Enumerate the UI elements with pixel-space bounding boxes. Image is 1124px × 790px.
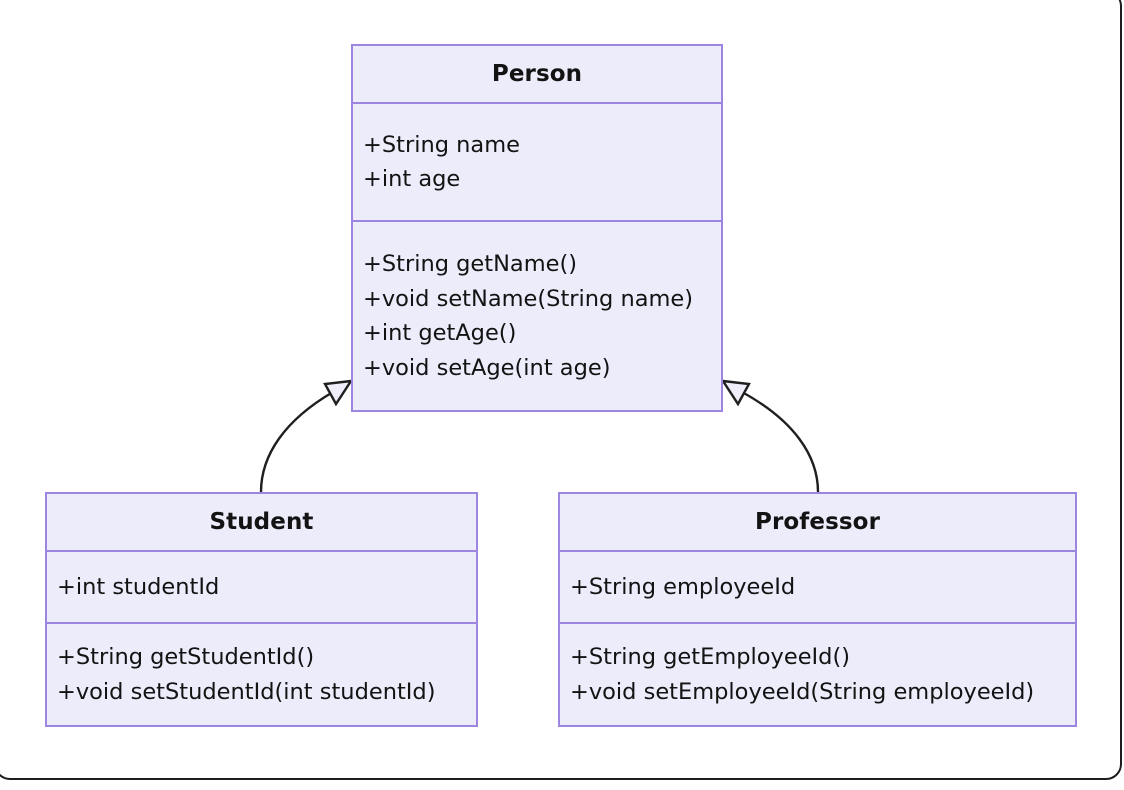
operations-compartment-person: +String getName() +void setName(String n… bbox=[353, 220, 721, 410]
attribute-item: +int studentId bbox=[57, 573, 220, 600]
operation-item: +int getAge() bbox=[363, 320, 517, 346]
generalization-line-professor bbox=[741, 390, 820, 493]
hollow-triangle-arrowhead-student bbox=[323, 379, 354, 407]
class-name-person: Person bbox=[491, 61, 583, 87]
generalization-student-to-person bbox=[259, 379, 354, 493]
operation-item: +void setEmployeeId(String employeeId) bbox=[570, 678, 1035, 705]
attributes-compartment-person: +String name +int age bbox=[353, 102, 721, 220]
class-name-student: Student bbox=[209, 509, 314, 535]
generalization-professor-to-person bbox=[720, 379, 820, 493]
operation-item: +void setAge(int age) bbox=[363, 354, 611, 381]
operations-compartment-professor: +String getEmployeeId() +void setEmploye… bbox=[560, 622, 1075, 725]
generalization-line-student bbox=[259, 390, 334, 493]
attributes-compartment-student: +int studentId bbox=[47, 550, 476, 622]
operation-item: +String getEmployeeId() bbox=[570, 644, 851, 670]
operations-compartment-student: +String getStudentId() +void setStudentI… bbox=[47, 622, 476, 725]
attributes-compartment-professor: +String employeeId bbox=[560, 550, 1075, 622]
class-box-person[interactable]: Person +String name +int age +String get… bbox=[351, 44, 723, 412]
attribute-item: +String name bbox=[363, 131, 520, 158]
attribute-item: +int age bbox=[363, 166, 461, 192]
attribute-item: +String employeeId bbox=[570, 573, 796, 600]
operation-item: +String getStudentId() bbox=[57, 644, 315, 670]
class-box-professor[interactable]: Professor +String employeeId +String get… bbox=[558, 492, 1077, 727]
hollow-triangle-arrowhead-professor bbox=[720, 379, 751, 407]
operation-item: +void setName(String name) bbox=[363, 285, 694, 312]
operation-item: +String getName() bbox=[363, 251, 578, 277]
operation-item: +void setStudentId(int studentId) bbox=[57, 678, 436, 705]
class-name-professor: Professor bbox=[754, 509, 881, 535]
class-box-student[interactable]: Student +int studentId +String getStuden… bbox=[45, 492, 478, 727]
